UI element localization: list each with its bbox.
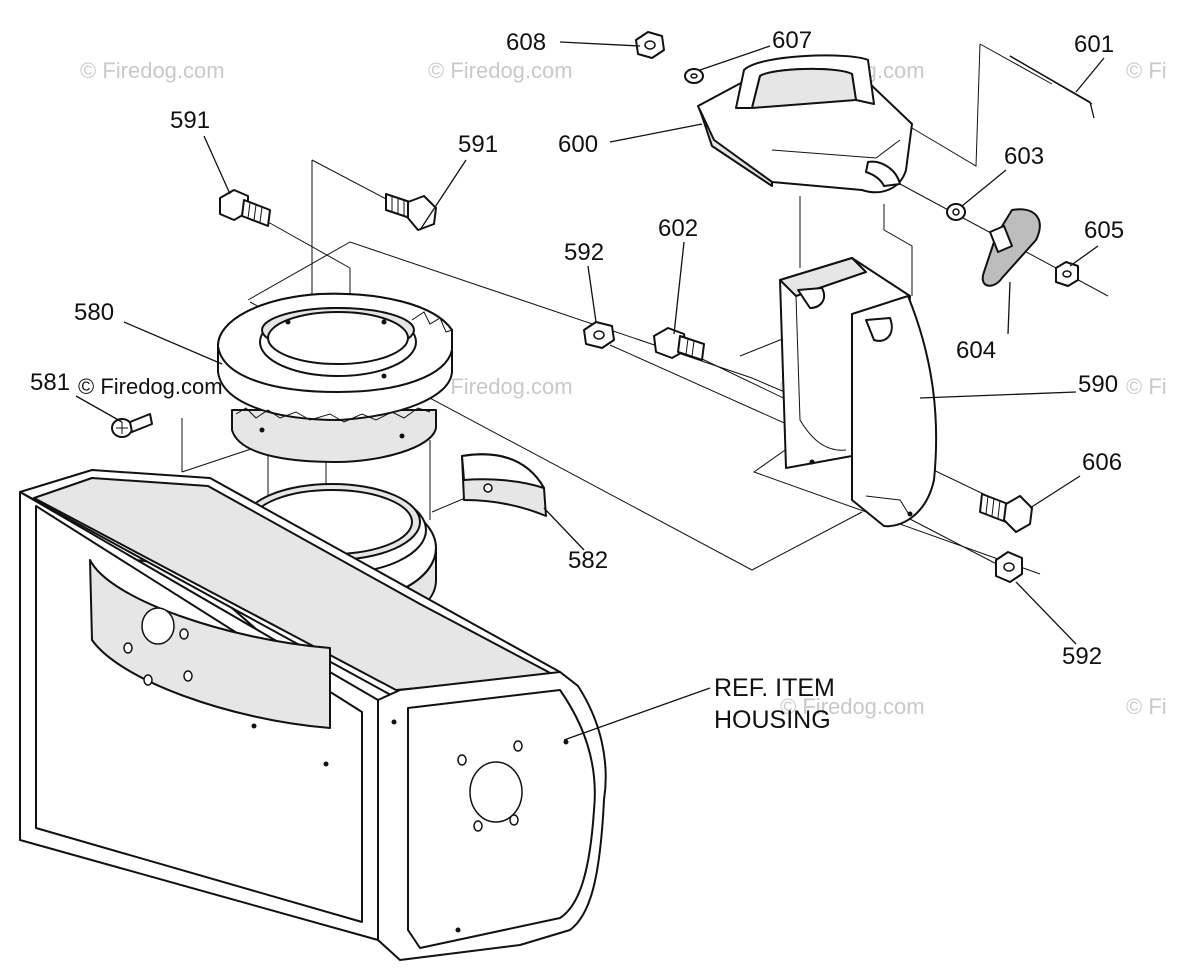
housing [19,469,607,961]
leader-lines [75,41,1105,741]
watermark: © Firedog.com [428,58,573,83]
screw-581 [111,413,153,438]
label-591-left: 591 [170,107,210,134]
label-592-bottom: 592 [1062,643,1102,670]
bolt-606 [979,493,1033,533]
leader-607 [699,45,771,71]
leader-592-top [587,265,597,323]
nut-592-bottom [995,551,1023,583]
leader-602 [673,241,685,335]
part-600-deflector [697,54,913,194]
nut-608 [635,31,665,59]
pin-601 [1009,55,1095,119]
leader-591-left [203,135,231,195]
watermark-overlay: © Firedog.com [78,374,223,399]
watermark-edge: © Fi [1126,58,1167,83]
part-582-clamp [461,453,547,517]
part-labels: 608 607 601 591 591 600 603 605 602 592 … [30,27,1124,734]
leader-608 [559,41,641,47]
bolt-591-right [385,193,437,231]
watermark: © Firedog.com [80,58,225,83]
nut-605 [1055,261,1079,287]
leader-581 [75,395,123,423]
washer-607 [684,68,704,84]
bolt-602 [653,327,705,361]
leader-housing [563,687,711,741]
label-601: 601 [1074,31,1114,58]
label-580: 580 [74,299,114,326]
part-580-collar [217,292,453,463]
knob-604 [981,208,1041,287]
label-592-top: 592 [564,239,604,266]
watermark: © Firedog.com [780,694,925,719]
label-605: 605 [1084,217,1124,244]
leader-601 [1075,57,1105,93]
nut-592-top [583,321,615,349]
label-604: 604 [956,337,996,364]
label-602: 602 [658,215,698,242]
label-590: 590 [1078,371,1118,398]
leader-592-bottom [1015,581,1077,645]
leader-603 [961,169,1007,207]
leader-590 [919,391,1077,399]
label-600: 600 [558,131,598,158]
label-607: 607 [772,27,812,54]
label-608: 608 [506,29,546,56]
leader-580 [123,321,223,365]
watermark: © Firedog.com [428,374,573,399]
housing-label: HOUSING [714,706,831,734]
part-590-bracket [779,257,938,528]
watermark-edge: © Fi [1126,374,1167,399]
leader-591-right [419,159,467,231]
label-606: 606 [1082,449,1122,476]
label-591-right: 591 [458,131,498,158]
leader-582 [543,507,585,551]
label-581: 581 [30,369,70,396]
label-603: 603 [1004,143,1044,170]
watermark-edge: © Fi [1126,694,1167,719]
bolt-591-left [219,189,271,227]
leader-605 [1069,245,1099,267]
leader-606 [1029,475,1081,509]
leader-600 [609,123,703,143]
ref-item-label: REF. ITEM [714,674,835,702]
label-582: 582 [568,547,608,574]
washer-603 [946,203,966,221]
leader-604 [1007,281,1011,335]
hardware [111,31,1095,583]
